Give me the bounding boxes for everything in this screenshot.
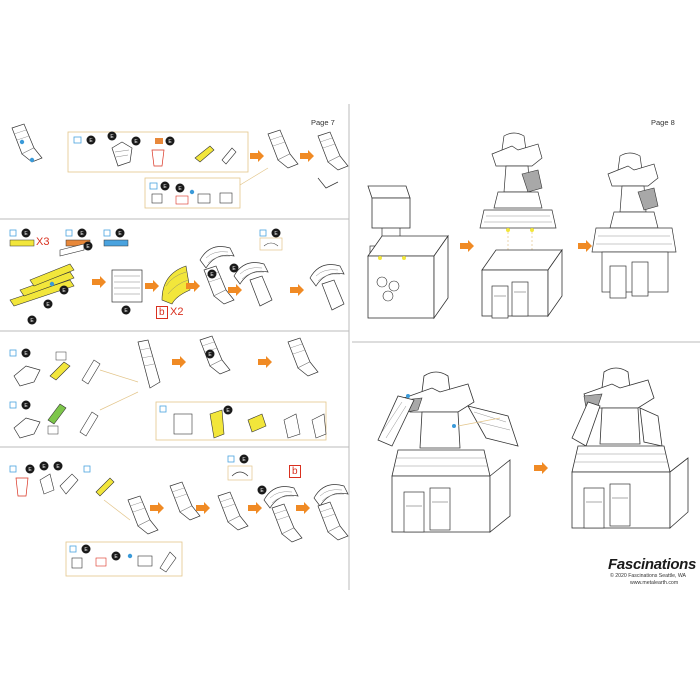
step-6	[377, 367, 689, 533]
brand-logo: Fascinations	[608, 556, 697, 573]
part-tag-b-second: b	[289, 465, 301, 478]
quantity-x2-label: X2	[170, 306, 184, 318]
copyright-text: © 2020 Fascinations Seattle, WA	[610, 573, 687, 579]
website-url: www.metalearth.com	[630, 580, 679, 586]
step-4	[9, 454, 349, 577]
page-number-right: Page 8	[651, 118, 675, 127]
divider-lines	[0, 104, 700, 590]
step-5	[367, 132, 677, 320]
page-number-left: Page 7	[311, 118, 335, 127]
step-3	[9, 335, 327, 441]
step-2	[9, 228, 345, 325]
step-1	[11, 123, 349, 209]
quantity-x3-label: X3	[36, 236, 50, 248]
part-tag-b: b	[156, 306, 168, 319]
